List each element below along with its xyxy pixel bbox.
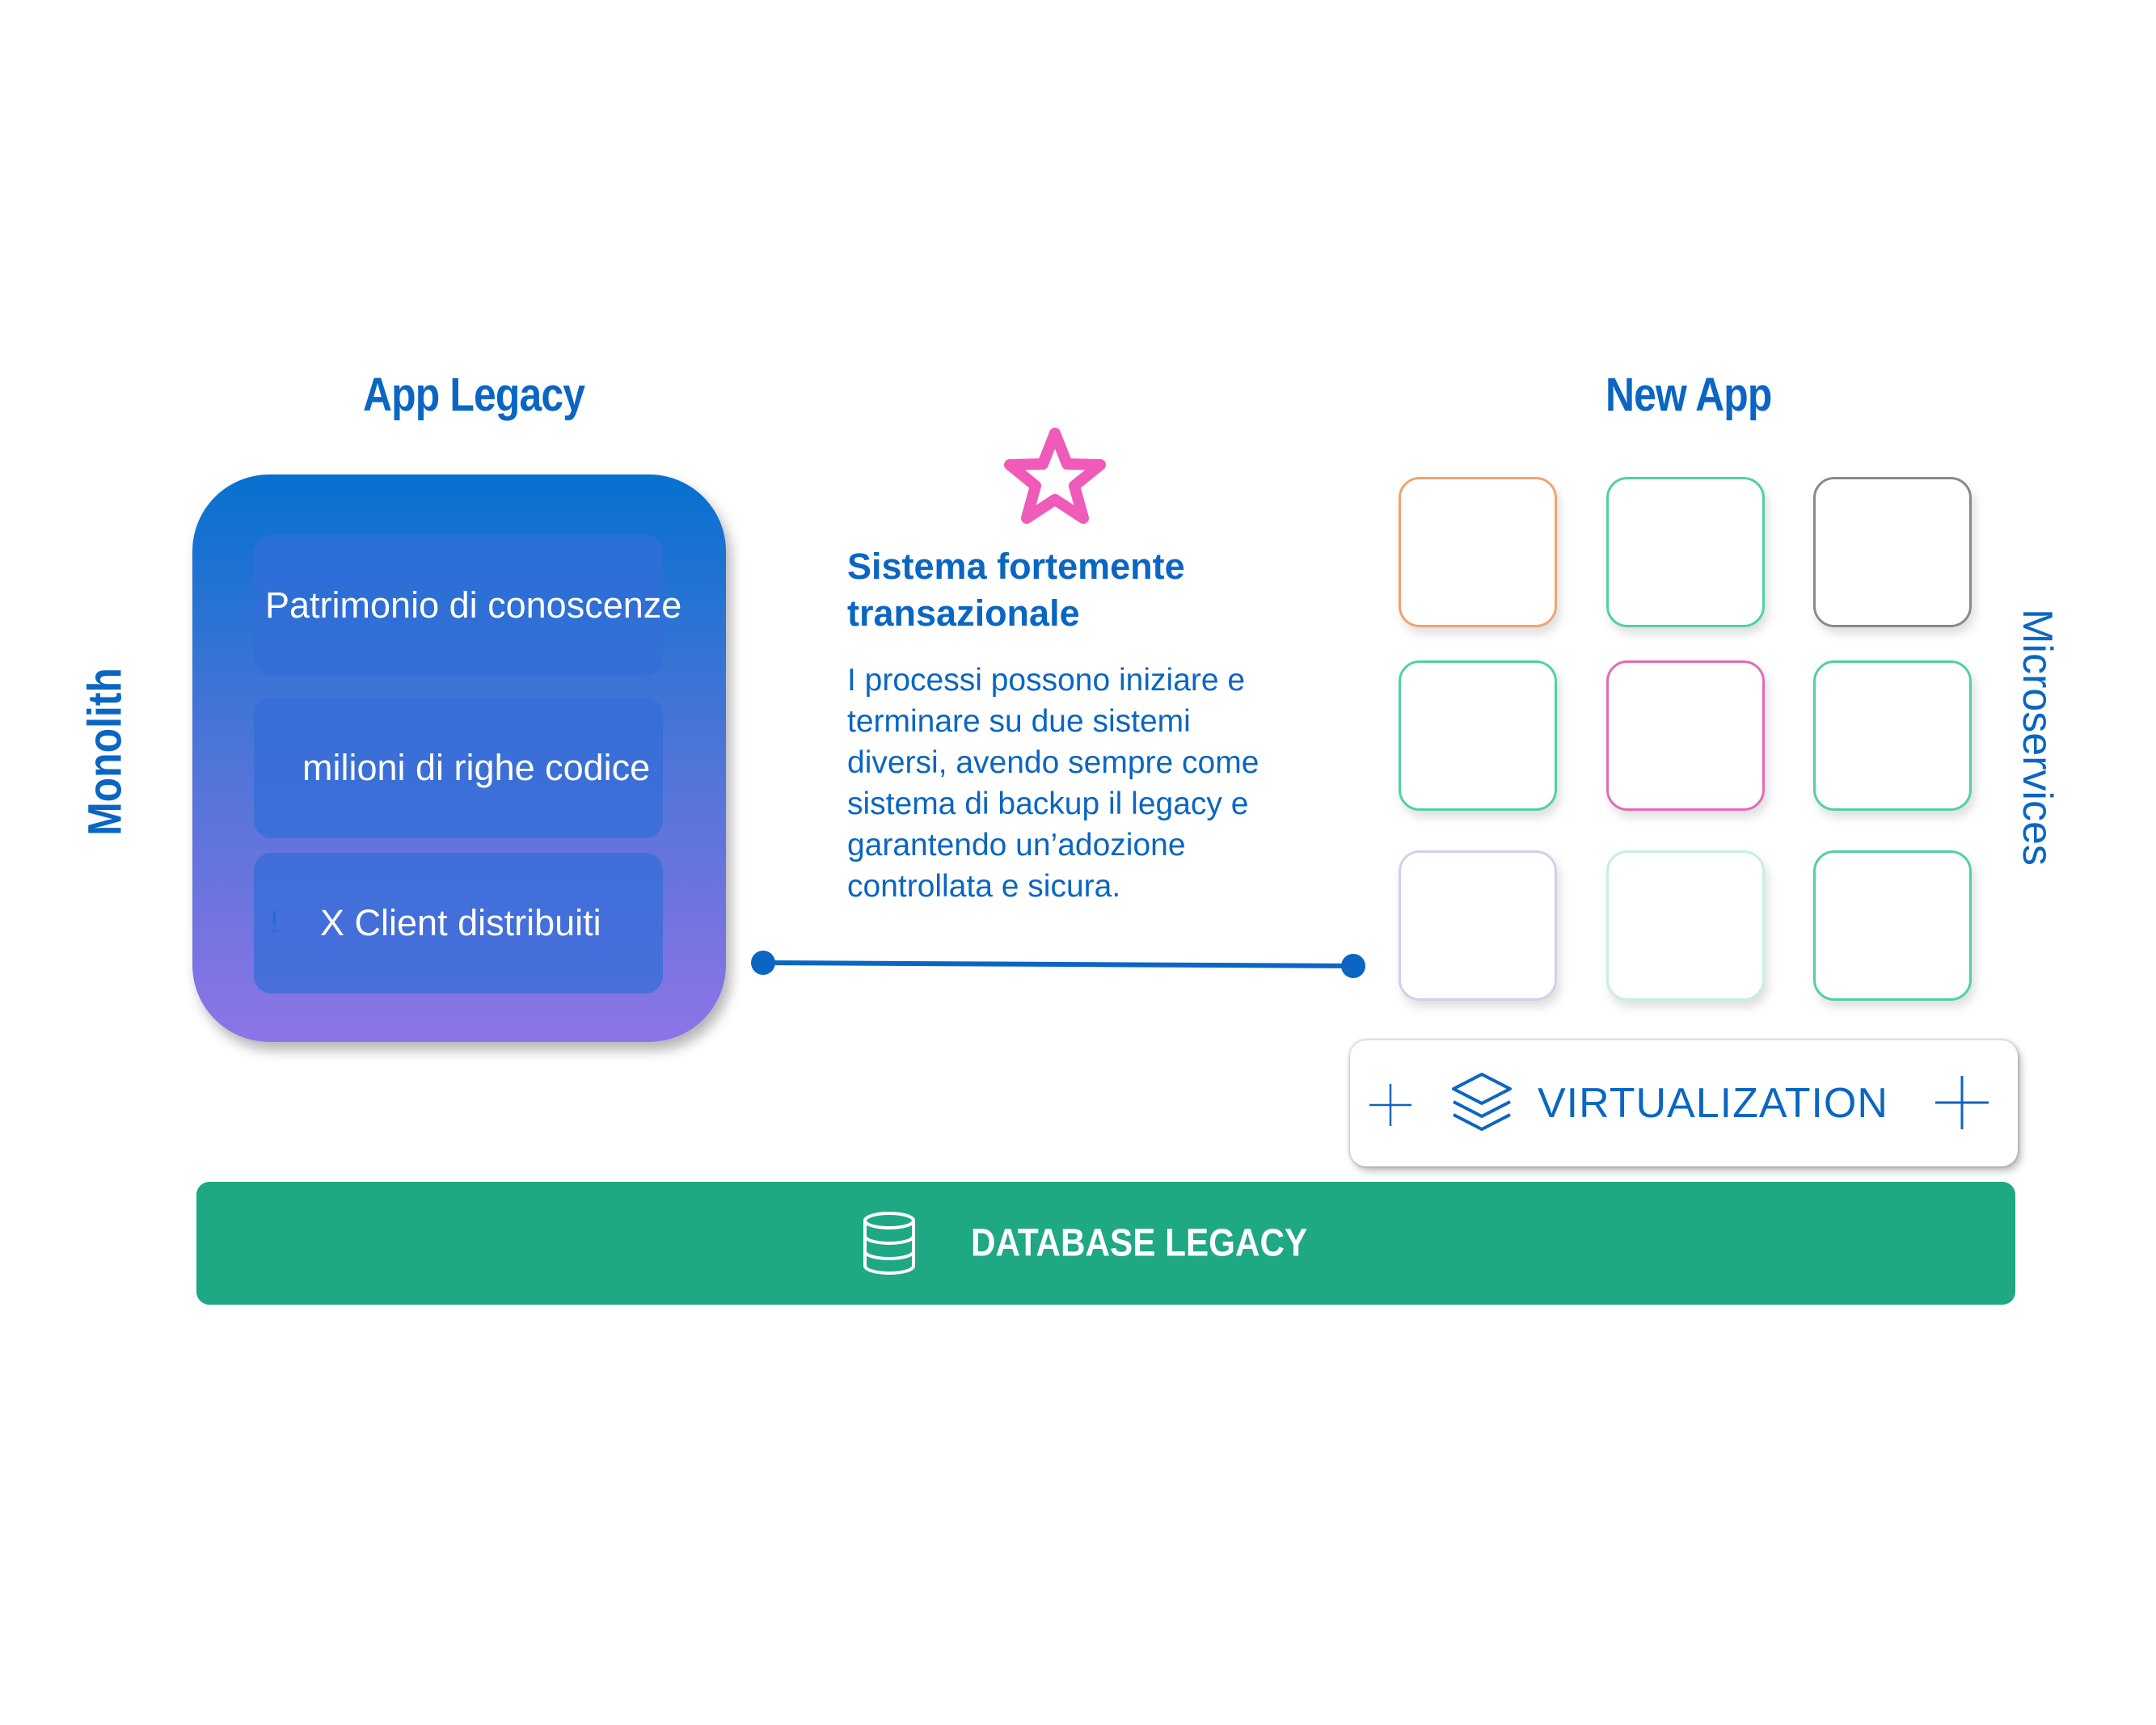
legacy-item-label: X Client distribuiti <box>320 902 601 943</box>
star-icon <box>1004 428 1106 524</box>
feature-desc-line: garantendo un’adozione <box>847 828 1186 862</box>
feature-title: Sistema fortemente transazionale <box>847 543 1185 637</box>
feature-desc-line: controllata e sicura. <box>847 869 1121 904</box>
microservice-tile <box>1606 477 1765 627</box>
legacy-item-label: Patrimonio di conoscenze <box>265 584 682 626</box>
legacy-item-knowledge: Patrimonio di conoscenze <box>254 535 681 676</box>
database-legacy-label: DATABASE LEGACY <box>971 1221 1308 1265</box>
feature-desc-line: diversi, avendo sempre come <box>847 745 1259 780</box>
virtualization-label: VIRTUALIZATION <box>1538 1080 1888 1127</box>
plus-icon <box>1935 1076 1989 1129</box>
connector-line <box>751 951 1365 978</box>
microservice-tile <box>1399 477 1557 627</box>
new-app-title: New App <box>1605 369 1772 421</box>
feature-description: I processi possono iniziare e terminare … <box>847 660 1365 907</box>
feature-title-line: Sistema fortemente <box>847 546 1185 587</box>
microservice-tile <box>1606 850 1765 1001</box>
virtualization-bar: VIRTUALIZATION <box>1350 1040 2018 1166</box>
plus-icon <box>1369 1084 1411 1126</box>
feature-title-line: transazionale <box>847 593 1080 634</box>
microservice-tile <box>1606 660 1765 811</box>
microservice-tile <box>1813 850 1972 1001</box>
feature-desc-line: terminare su due sistemi <box>847 704 1191 739</box>
exclamation-marker: ! <box>270 905 279 940</box>
layers-icon <box>1452 1073 1512 1131</box>
feature-desc-line: I processi possono iniziare e <box>847 663 1246 698</box>
microservice-tile <box>1813 660 1972 811</box>
feature-desc-line: sistema di backup il legacy e <box>847 787 1249 821</box>
microservice-tile <box>1813 477 1972 627</box>
monolith-block: Patrimonio di conoscenze milioni di righ… <box>192 474 726 1042</box>
monolith-label: Monolith <box>78 668 132 836</box>
app-legacy-title: App Legacy <box>363 369 585 421</box>
legacy-item-label: milioni di righe codice <box>302 747 651 788</box>
database-legacy-bar: DATABASE LEGACY <box>196 1182 2015 1305</box>
legacy-item-code-lines: milioni di righe codice <box>254 698 663 838</box>
database-icon <box>863 1212 915 1275</box>
microservices-label: Microservices <box>2014 609 2061 866</box>
legacy-item-clients: ! X Client distribuiti <box>254 853 663 993</box>
microservice-tile <box>1399 850 1557 1001</box>
microservice-tile <box>1399 660 1557 811</box>
